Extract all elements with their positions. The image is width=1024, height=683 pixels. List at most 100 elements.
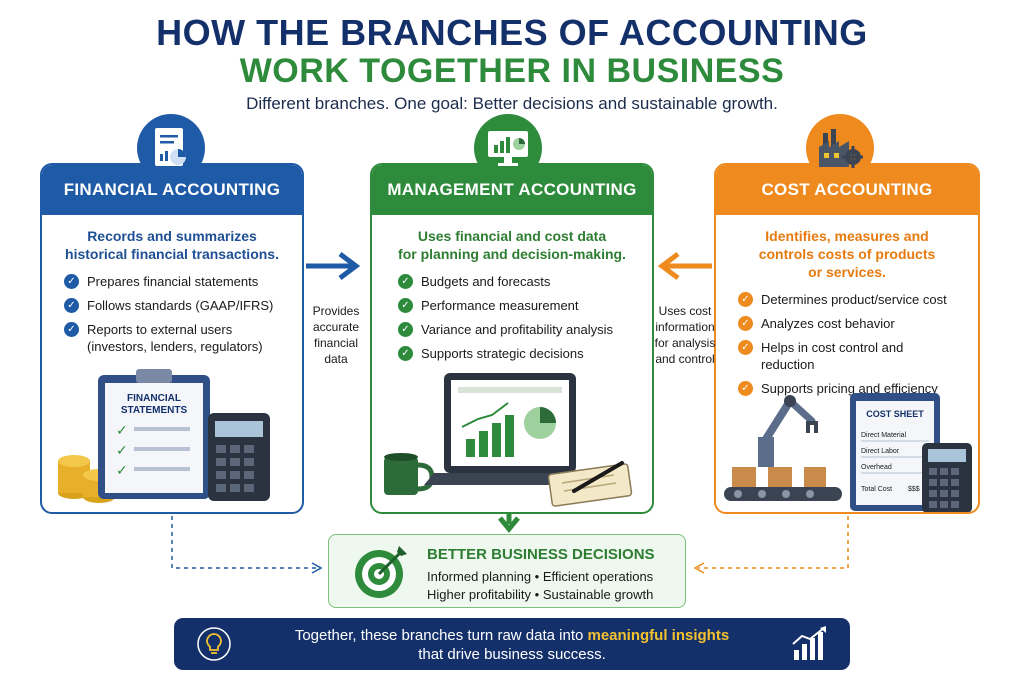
list-item-main: Helps in cost control and bbox=[761, 340, 904, 355]
connector-line: data bbox=[324, 352, 348, 366]
management-desc-line1: Uses financial and cost data bbox=[417, 228, 607, 244]
cost-desc-line1: Identifies, measures and bbox=[765, 228, 929, 244]
management-card-description: Uses financial and cost data for plannin… bbox=[372, 227, 652, 263]
check-icon: ✓ bbox=[398, 274, 413, 289]
cost-sheet-row: Direct Material bbox=[861, 432, 907, 439]
list-item: ✓ Supports strategic decisions bbox=[398, 345, 652, 362]
connector-line: information bbox=[655, 320, 715, 334]
check-icon: ✓ bbox=[64, 274, 79, 289]
list-item: ✓ Supports pricing and efficiency bbox=[738, 380, 978, 397]
list-item: ✓ Determines product/service cost bbox=[738, 291, 978, 308]
management-desc-line2: for planning and decision-making. bbox=[398, 246, 626, 262]
list-item: ✓ Variance and profitability analysis bbox=[398, 321, 652, 338]
monitor-chart-icon bbox=[488, 131, 528, 166]
list-item-label: Budgets and forecasts bbox=[421, 274, 551, 289]
connector-text-right: Uses cost information for analysis and c… bbox=[652, 303, 718, 367]
list-item-sub: reduction bbox=[761, 357, 815, 372]
connector-text-left: Provides accurate financial data bbox=[308, 303, 364, 367]
list-item-label: Determines product/service cost bbox=[761, 292, 947, 307]
financial-desc-line2: historical financial transactions. bbox=[65, 246, 279, 262]
decisions-line2: Higher profitability • Sustainable growt… bbox=[427, 587, 654, 602]
footer-line2: that drive business success. bbox=[418, 646, 606, 663]
list-item-label: Performance measurement bbox=[421, 298, 579, 313]
clipboard-icon: COST SHEET Direct Material Direct Labor … bbox=[850, 393, 940, 511]
footer-highlight: meaningful insights bbox=[587, 627, 730, 644]
svg-text:✓: ✓ bbox=[116, 423, 128, 439]
check-icon: ✓ bbox=[398, 322, 413, 337]
financial-badge bbox=[137, 114, 205, 182]
financial-illustration: FINANCIAL STATEMENTS ✓ ✓ ✓ bbox=[58, 369, 270, 503]
robot-arm-icon bbox=[724, 395, 842, 501]
cost-desc-line2: controls costs of products bbox=[758, 246, 936, 262]
footer-line1: Together, these branches turn raw data i… bbox=[234, 626, 790, 645]
decisions-title: BETTER BUSINESS DECISIONS bbox=[427, 546, 655, 563]
cost-accounting-card: COST ACCOUNTING Identifies, measures and… bbox=[714, 163, 980, 514]
list-item-label: Analyzes cost behavior bbox=[761, 316, 895, 331]
check-icon: ✓ bbox=[398, 346, 413, 361]
decisions-line1: Informed planning • Efficient operations bbox=[427, 569, 654, 584]
clipboard-title-line2: STATEMENTS bbox=[121, 405, 188, 416]
cost-list: ✓ Determines product/service cost ✓ Analyz… bbox=[716, 291, 978, 397]
check-icon: ✓ bbox=[738, 381, 753, 396]
check-icon: ✓ bbox=[738, 316, 753, 331]
management-badge bbox=[474, 114, 542, 182]
list-item-sub: (investors, lenders, regulators) bbox=[87, 339, 263, 354]
cost-desc-line3: or services. bbox=[808, 264, 886, 280]
document-chart-icon bbox=[155, 128, 186, 166]
financial-accounting-card: FINANCIAL ACCOUNTING Records and summari… bbox=[40, 163, 304, 514]
better-decisions-box: BETTER BUSINESS DECISIONS Informed plann… bbox=[328, 534, 686, 608]
growth-chart-icon bbox=[792, 626, 826, 660]
check-icon: ✓ bbox=[738, 292, 753, 307]
cost-sheet-total-label: Total Cost bbox=[861, 486, 892, 493]
management-accounting-card: MANAGEMENT ACCOUNTING Uses financial and… bbox=[370, 163, 654, 514]
page-title-line1: HOW THE BRANCHES OF ACCOUNTING bbox=[156, 12, 868, 53]
financial-desc-line1: Records and summarizes bbox=[87, 228, 257, 244]
cost-sheet-row: Direct Labor bbox=[861, 448, 900, 455]
footer-text: Together, these branches turn raw data i… bbox=[294, 627, 588, 644]
list-item: ✓ Budgets and forecasts bbox=[398, 273, 652, 290]
arrow-left-icon bbox=[657, 252, 712, 280]
clipboard-title-line1: FINANCIAL bbox=[127, 393, 181, 404]
list-item: ✓ Reports to external users (investors, l… bbox=[64, 321, 302, 355]
list-item: ✓ Follows standards (GAAP/IFRS) bbox=[64, 297, 302, 314]
financial-list: ✓ Prepares financial statements ✓ Follows … bbox=[42, 273, 302, 355]
dashed-connector-right bbox=[698, 516, 849, 569]
management-list: ✓Budgets and forecasts ✓Performance meas… bbox=[372, 273, 652, 362]
check-icon: ✓ bbox=[64, 298, 79, 313]
cost-sheet-row: Overhead bbox=[861, 464, 892, 471]
cost-illustration: COST SHEET Direct Material Direct Labor … bbox=[724, 393, 972, 512]
list-item-label: Helps in cost control and reduction bbox=[761, 339, 903, 373]
connector-line: Provides bbox=[312, 304, 360, 318]
management-card-title: MANAGEMENT ACCOUNTING bbox=[372, 165, 652, 215]
svg-text:✓: ✓ bbox=[116, 463, 128, 479]
list-item-label: Follows standards (GAAP/IFRS) bbox=[87, 298, 274, 313]
list-item-label: Supports strategic decisions bbox=[421, 346, 584, 361]
connector-line: for analysis bbox=[654, 336, 716, 350]
cost-card-description: Identifies, measures and controls costs … bbox=[716, 227, 978, 281]
lightbulb-icon bbox=[197, 627, 231, 661]
list-item-main: Reports to external users bbox=[87, 322, 233, 337]
list-item: ✓ Prepares financial statements bbox=[64, 273, 302, 290]
connector-line: and control bbox=[655, 352, 715, 366]
financial-card-title: FINANCIAL ACCOUNTING bbox=[42, 165, 302, 215]
laptop-icon bbox=[424, 373, 596, 485]
check-icon: ✓ bbox=[64, 322, 79, 337]
check-icon: ✓ bbox=[738, 340, 753, 355]
calculator-icon bbox=[922, 443, 972, 512]
connector-line: financial bbox=[313, 336, 359, 350]
svg-text:✓: ✓ bbox=[116, 443, 128, 459]
list-item-label: Supports pricing and efficiency bbox=[761, 381, 938, 396]
list-item-label: Variance and profitability analysis bbox=[421, 322, 613, 337]
financial-card-description: Records and summarizes historical financ… bbox=[42, 227, 302, 263]
cost-badge bbox=[806, 114, 874, 182]
list-item: ✓ Analyzes cost behavior bbox=[738, 315, 978, 332]
connector-line: Uses cost bbox=[658, 304, 712, 318]
connector-line: accurate bbox=[312, 320, 360, 334]
list-item-label: Prepares financial statements bbox=[87, 274, 259, 289]
list-item-label: Reports to external users (investors, len… bbox=[87, 321, 263, 355]
calculator-icon bbox=[208, 413, 270, 501]
list-item: ✓Performance measurement bbox=[398, 297, 652, 314]
clipboard-icon: FINANCIAL STATEMENTS ✓ ✓ ✓ bbox=[98, 369, 210, 499]
factory-gear-icon bbox=[819, 129, 863, 168]
